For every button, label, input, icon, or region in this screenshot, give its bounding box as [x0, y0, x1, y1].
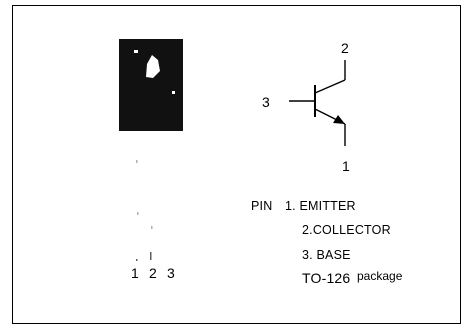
pin-legend-emitter: 1. EMITTER — [285, 199, 356, 213]
lead-trace — [151, 226, 153, 229]
diagram-frame — [12, 5, 461, 324]
collector-line — [314, 79, 346, 94]
package-speck — [172, 91, 175, 94]
lead-trace — [137, 212, 139, 215]
pin-legend-collector: 2.COLLECTOR — [302, 223, 391, 237]
package-name: TO-126 — [302, 270, 351, 286]
transistor-symbol — [289, 60, 346, 146]
package-leads — [136, 160, 153, 261]
package-suffix: package — [357, 269, 403, 283]
lead-trace — [150, 252, 152, 260]
package-body — [119, 39, 183, 131]
package-pin-2: 2 — [149, 265, 157, 281]
package-mounting-hole — [146, 55, 160, 78]
collector-pin-number: 2 — [341, 40, 349, 56]
package-pin-1: 1 — [131, 265, 139, 281]
emitter-arrow-icon — [333, 115, 345, 124]
package-speck — [134, 50, 138, 53]
package-pin-3: 3 — [167, 265, 175, 281]
lead-trace — [136, 259, 138, 261]
pin-legend-prefix: PIN — [251, 199, 273, 213]
emitter-pin-number: 1 — [342, 158, 350, 174]
pin-legend-base: 3. BASE — [302, 248, 351, 262]
base-pin-number: 3 — [262, 94, 270, 110]
package-case — [119, 39, 183, 131]
lead-trace — [136, 160, 138, 163]
